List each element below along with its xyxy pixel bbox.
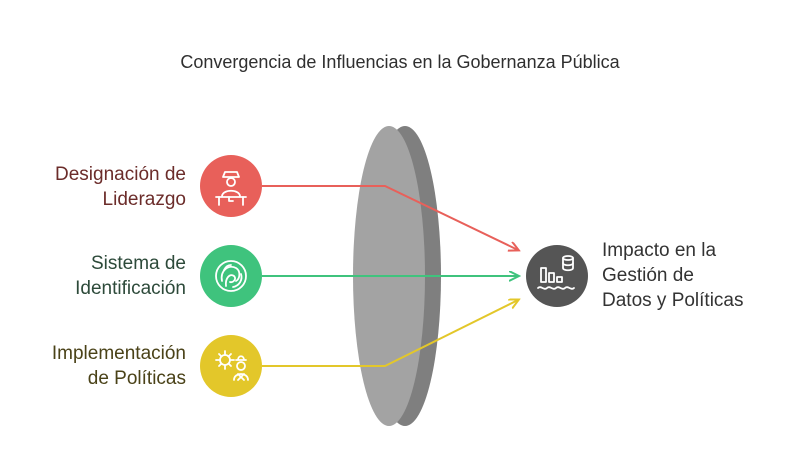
label-impact-line3: Datos y Políticas: [602, 290, 744, 311]
node-identification: [200, 245, 262, 307]
leader-at-desk-icon: [215, 171, 247, 206]
label-policies-line1: Implementación: [51, 343, 186, 364]
label-policies-line2: de Políticas: [87, 368, 186, 389]
label-leadership-line1: Designación de: [55, 164, 186, 185]
node-policies: [200, 335, 262, 397]
data-chart-icon: [537, 255, 575, 290]
label-identification-line2: Identificación: [75, 278, 186, 299]
connector-yellow: [262, 300, 518, 367]
label-leadership: Designación de Liderazgo: [6, 162, 186, 212]
label-identification-line1: Sistema de: [90, 253, 186, 274]
diagram-title: Convergencia de Influencias en la Gobern…: [180, 52, 620, 72]
label-leadership-line2: Liderazgo: [102, 189, 186, 210]
label-impact-line1: Impacto en la: [602, 240, 717, 261]
node-leadership: [200, 155, 262, 217]
gears-worker-icon: [215, 350, 249, 381]
label-policies: Implementación de Políticas: [6, 341, 186, 391]
connector-red: [262, 185, 518, 250]
node-impact-circle: [526, 245, 588, 307]
label-impact-line2: Gestión de: [602, 265, 694, 286]
node-impact: [526, 245, 588, 307]
fingerprint-icon: [215, 260, 247, 292]
label-identification: Sistema de Identificación: [6, 251, 186, 301]
label-impact: Impacto en la Gestión de Datos y Polític…: [602, 238, 792, 313]
